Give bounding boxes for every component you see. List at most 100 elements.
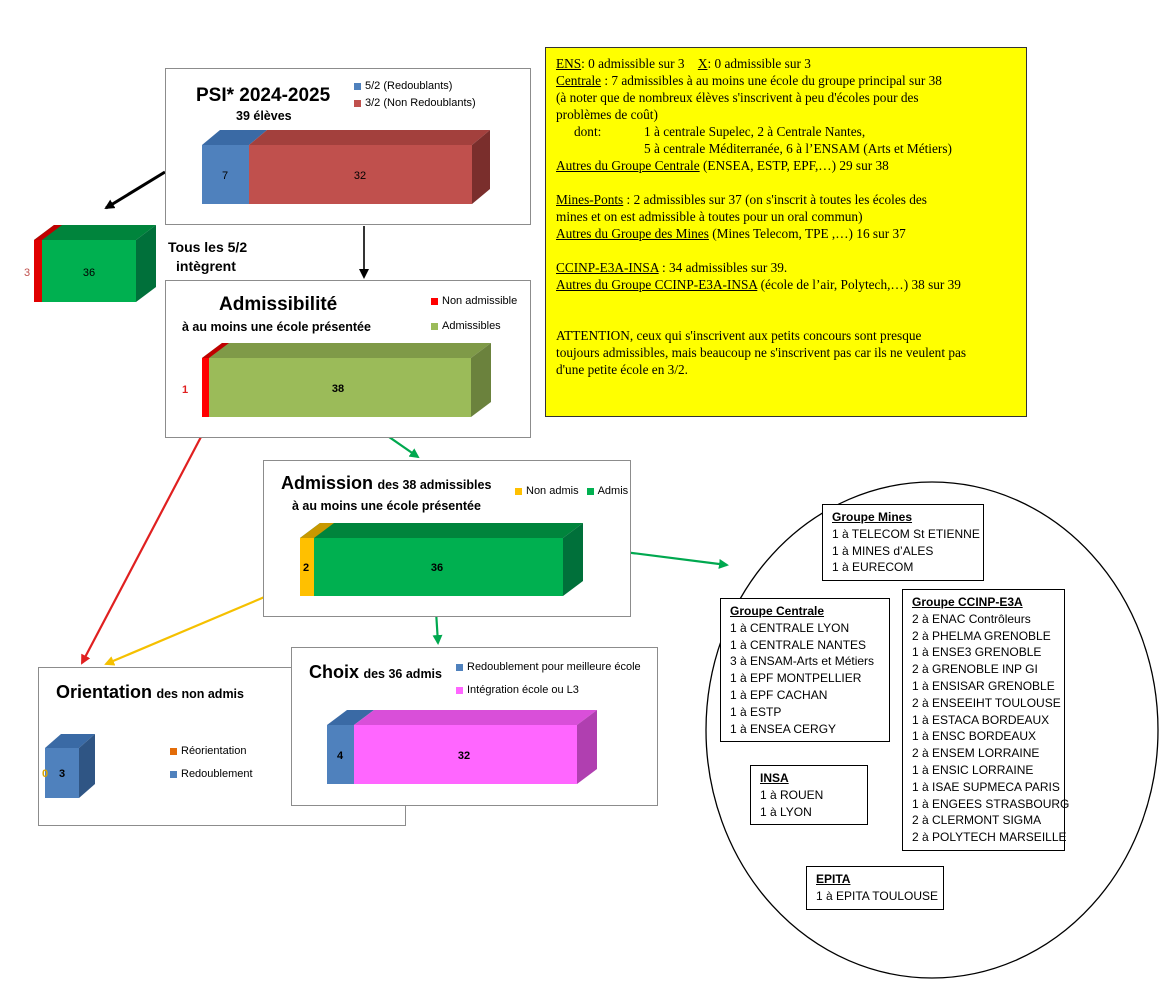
choix-bar-label-2: 32 [458,750,470,762]
notes-x-text: : 0 admissible sur 3 [707,56,811,71]
admissibilite-bar-side [471,343,491,417]
notes-x-label: X [697,56,708,71]
psi-legend-item-2: 3/2 (Non Redoublants) [354,97,476,109]
choix-bar-segment-1 [327,725,354,784]
side-bar-chart: 3 36 [24,225,156,302]
side-bar-main [42,240,136,302]
school-item: 2 à GRENOBLE INP GI [912,662,1038,677]
school-item: 1 à ROUEN [760,787,824,802]
notes-ens-label: ENS [556,56,582,71]
orientation-bar-chart: 0 3 [42,734,95,798]
side-caption-line-2: intègrent [176,258,236,274]
notes-attention-2: toujours admissibles, mais beaucoup ne s… [556,345,967,360]
notes-autres-centrale-text: (ENSEA, ESTP, EPF,…) 29 sur 38 [699,158,889,173]
admissibilite-legend-item-2: Admissibles [431,320,501,332]
admission-subtitle: à au moins une école présentée [292,499,481,513]
admission-title-rest: des 38 admissibles [377,478,492,492]
orientation-legend-item-2: Redoublement [170,768,253,780]
legend-label: Redoublement [181,768,253,780]
orientation-title: Orientation [56,682,153,702]
notes-dont-line-1: dont:1 à centrale Supelec, 2 à Centrale … [556,123,1016,140]
admission-bar-side [563,523,583,596]
school-item: 1 à CENTRALE LYON [730,620,850,635]
choix-bar-side [577,710,597,784]
psi-subtitle: 39 élèves [236,109,292,123]
admission-bar-segment-1 [300,538,314,596]
psi-bar-segment-1-top [202,130,267,145]
psi-bar-chart: 7 32 [202,130,490,204]
notes-line-autres-centrale: Autres du Groupe Centrale (ENSEA, ESTP, … [556,157,1016,174]
group-ccinp-title: Groupe CCINP-E3A [912,595,1023,609]
school-item: 1 à TELECOM St ETIENNE [832,526,980,541]
legend-label: 5/2 (Redoublants) [365,80,453,92]
notes-mines-text: : 2 admissibles sur 37 (on s'inscrit à t… [623,192,927,207]
orientation-bar-top [45,734,95,748]
side-bar-red-top [34,225,62,240]
orientation-bar-side [79,734,95,798]
side-bar-top [34,225,156,240]
legend-label: Admis [597,485,629,497]
choix-legend-item-2: Intégration école ou L3 [456,684,579,696]
group-insa-title: INSA [760,771,789,785]
admission-bar-segment-2 [314,538,563,596]
psi-bar-label-2: 32 [354,170,366,182]
notes-ccinp-text: : 34 admissibles sur 39. [658,260,788,275]
notes-dont-line-2: 5 à centrale Méditerranée, 6 à l’ENSAM (… [644,141,952,156]
orientation-bar-label-2: 3 [59,768,65,780]
legend-label: Redoublement pour meilleure école [467,661,641,673]
psi-panel: PSI* 2024-2025 39 élèves 5/2 (Redoublant… [165,68,531,225]
psi-bar-label-1: 7 [222,170,228,182]
notes-autres-centrale-label: Autres du Groupe Centrale [556,158,700,173]
school-item: 1 à LYON [760,804,812,819]
notes-ccinp-label: CCINP-E3A-INSA [556,260,659,275]
notes-centrale-label: Centrale [556,73,602,88]
legend-label: 3/2 (Non Redoublants) [365,97,476,109]
notes-line-ens-x: ENS: 0 admissible sur 3 X: 0 admissible … [556,55,1016,72]
admissibilite-bar-label-1: 1 [182,384,188,396]
choix-bar-chart: 4 32 [327,710,597,784]
school-item: 1 à ESTACA BORDEAUX [912,712,1050,727]
school-item: 1 à ENSIC LORRAINE [912,762,1034,777]
notes-line-autres-mines: Autres du Groupe des Mines (Mines Teleco… [556,225,1016,242]
school-item: 2 à CLERMONT SIGMA [912,813,1042,828]
admission-bar-segment-1-top [300,523,334,538]
school-item: 2 à PHELMA GRENOBLE [912,628,1051,643]
group-epita-box: EPITA 1 à EPITA TOULOUSE [806,866,944,910]
legend-swatch [170,747,177,755]
admissibilite-bar-chart: 1 38 [182,343,491,417]
side-caption-line-1: Tous les 5/2 [168,239,248,255]
psi-bar-segment-2-top [249,130,490,145]
orientation-bar-segment-2 [45,748,79,798]
legend-swatch [431,322,438,330]
notes-centrale-note-2: problèmes de coût) [556,107,658,122]
notes-autres-ccinp-label: Autres du Groupe CCINP-E3A-INSA [556,277,758,292]
group-epita-title: EPITA [816,872,851,886]
legend-swatch [354,82,361,90]
choix-bar-segment-2-top [354,710,597,725]
school-item: 1 à ISAE SUPMECA PARIS [912,779,1060,794]
admission-bar-top [300,523,583,538]
notes-autres-mines-label: Autres du Groupe des Mines [556,226,709,241]
side-caption: Tous les 5/2 intègrent [168,238,247,276]
notes-spacer [556,242,1016,259]
notes-centrale-text: : 7 admissibles à au moins une école du … [601,73,942,88]
notes-mines-label: Mines-Ponts [556,192,624,207]
admissibilite-title: Admissibilité [219,294,338,315]
psi-bar-side [472,130,490,204]
admission-bar-label-2: 36 [431,562,443,574]
school-item: 1 à CENTRALE NANTES [730,637,867,652]
choix-bar-label-1: 4 [337,750,344,762]
school-item: 2 à POLYTECH MARSEILLE [912,830,1067,845]
choix-panel: Choix des 36 admis Redoublement pour mei… [291,647,658,806]
choix-heading: Choix des 36 admis [309,662,442,683]
school-item: 1 à ENSE3 GRENOBLE [912,645,1042,660]
admission-title: Admission [281,473,374,493]
admissibilite-bar-segment-2 [209,358,471,417]
legend-label: Réorientation [181,745,247,757]
group-insa-list: 1 à ROUEN 1 à LYON [760,787,858,821]
legend-swatch [456,686,463,694]
admission-bar-chart: 2 36 [300,523,583,596]
side-bar-red [34,240,42,302]
admissibilite-bar-segment-1 [202,358,209,417]
